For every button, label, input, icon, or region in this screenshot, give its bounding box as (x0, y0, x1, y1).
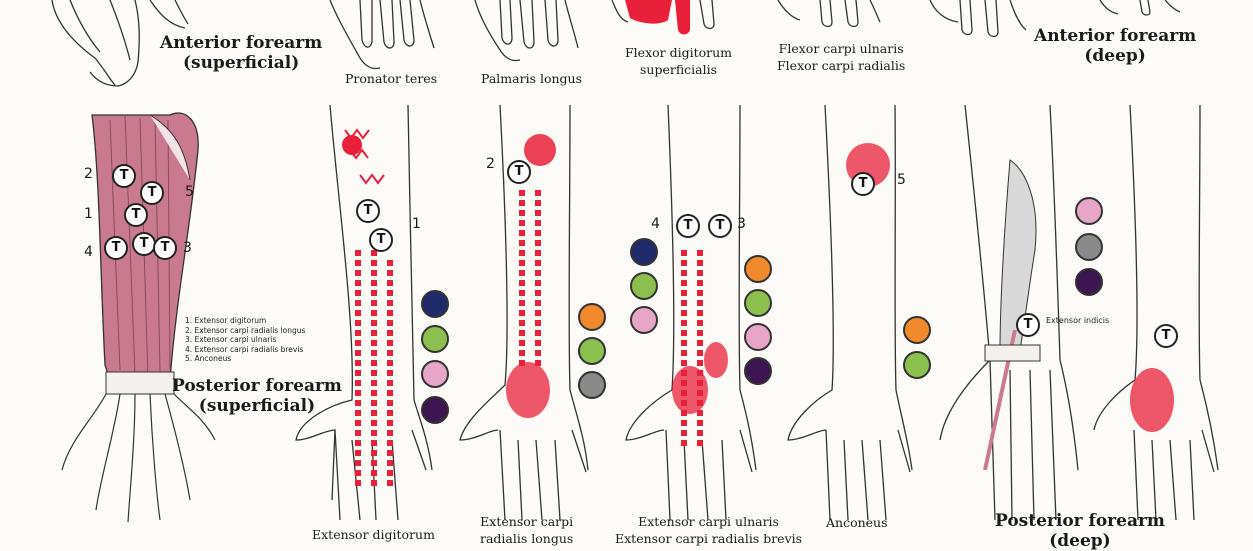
label-anterior-deep: Anterior forearm (deep) (1034, 26, 1196, 66)
color-swatch-purple (744, 357, 772, 385)
trigger-point: T (676, 214, 700, 238)
color-swatch-navy (630, 238, 658, 266)
label-line: Flexor digitorum (625, 45, 733, 60)
trigger-point: T (708, 214, 732, 238)
label-line: Flexor carpi ulnaris (778, 41, 904, 56)
trigger-point: T (153, 236, 177, 260)
trigger-point: T (369, 228, 393, 252)
color-swatch-green (903, 351, 931, 379)
posterior-deep-muscles (983, 159, 1041, 471)
legend-item: 2. Extensor carpi radialis longus (185, 325, 306, 335)
label-extensor-indicis: Extensor indicis (1046, 316, 1110, 325)
point-number-5: 5 (185, 184, 194, 200)
color-swatch-navy (421, 290, 449, 318)
label-pronator-teres: Pronator teres (345, 71, 438, 86)
trigger-point: T (140, 181, 164, 205)
color-swatch-pink (630, 306, 658, 334)
point-number-1: 1 (84, 206, 93, 222)
label-line: superficialis (639, 62, 718, 77)
trigger-point: T (1016, 313, 1040, 337)
color-swatch-purple (1075, 268, 1103, 296)
color-swatch-purple (421, 396, 449, 424)
label-palmaris-longus: Palmaris longus (481, 71, 583, 86)
label-line: (superficial) (182, 53, 300, 73)
label-extensor-digitorum: Extensor digitorum (312, 527, 435, 542)
color-swatch-orange (903, 316, 931, 344)
point-number-5: 5 (897, 172, 906, 188)
point-number-3: 3 (737, 216, 746, 232)
point-number-2: 2 (486, 156, 495, 172)
trigger-point: T (851, 172, 875, 196)
label-line: Anterior forearm (160, 33, 323, 53)
label-posterior-superficial: Posterior forearm (superficial) (172, 376, 342, 416)
color-swatch-orange (744, 255, 772, 283)
label-ecu-ecrb: Extensor carpi ulnaris Extensor carpi ra… (615, 513, 802, 547)
color-swatch-gray (1075, 233, 1103, 261)
color-swatch-green (421, 325, 449, 353)
color-swatch-green (578, 337, 606, 365)
color-swatch-gray (578, 371, 606, 399)
label-flexor-digitorum: Flexor digitorum superficialis (625, 44, 732, 78)
label-line: Posterior forearm (172, 376, 342, 396)
legend-item: 3. Extensor carpi ulnaris (185, 335, 277, 344)
color-swatch-pink (744, 323, 772, 351)
point-number-3: 3 (183, 240, 192, 256)
trigger-point: T (356, 199, 380, 223)
point-number-1: 1 (412, 216, 421, 232)
point-number-4: 4 (84, 244, 93, 260)
label-ecr-longus: Extensor carpi radialis longus (480, 513, 573, 547)
label-line: Posterior forearm (995, 511, 1165, 531)
label-line: Anterior forearm (1034, 26, 1197, 46)
point-number-2: 2 (84, 166, 93, 182)
trigger-point: T (112, 164, 136, 188)
color-swatch-green (630, 272, 658, 300)
label-posterior-deep: Posterior forearm (deep) (995, 511, 1165, 551)
color-swatch-orange (578, 303, 606, 331)
trigger-point: T (104, 236, 128, 260)
legend-item: 1. Extensor digitorum (185, 316, 267, 325)
posterior-arm-outlines (295, 104, 1219, 521)
color-swatch-pink (421, 360, 449, 388)
muscle-legend: 1. Extensor digitorum 2. Extensor carpi … (185, 316, 305, 364)
flexor-digitorum-referral (611, 0, 715, 35)
label-line: Extensor carpi (480, 514, 574, 529)
legend-item: 4. Extensor carpi radialis brevis (185, 344, 304, 354)
trigger-point: T (507, 160, 531, 184)
label-line: Extensor carpi ulnaris (638, 514, 779, 529)
point-number-4: 4 (651, 216, 660, 232)
color-swatch-pink (1075, 197, 1103, 225)
color-swatch-green (744, 289, 772, 317)
label-anterior-superficial: Anterior forearm (superficial) (160, 33, 322, 73)
trigger-point: T (124, 203, 148, 227)
trigger-point: T (1154, 324, 1178, 348)
label-line: (deep) (1084, 46, 1146, 66)
illustration-canvas (51, 0, 1219, 523)
label-flexor-carpi: Flexor carpi ulnaris Flexor carpi radial… (777, 40, 905, 74)
label-line: Flexor carpi radialis (777, 58, 906, 73)
label-line: (superficial) (198, 396, 316, 416)
label-line: (deep) (1049, 531, 1111, 551)
referral-patterns (342, 128, 1174, 490)
label-anconeus: Anconeus (826, 515, 888, 530)
trigger-point-chart: Anterior forearm (superficial) Pronator … (51, 0, 1219, 551)
legend-item: 5. Anconeus (185, 354, 232, 363)
top-hands-outlines (51, 0, 1181, 87)
